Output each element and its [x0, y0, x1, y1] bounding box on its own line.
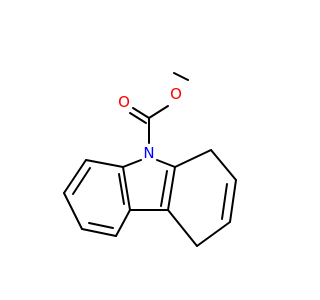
bond-methyl-o — [173, 72, 189, 81]
bond-benz-inner-3 — [118, 173, 125, 205]
bonds — [63, 72, 237, 247]
bond-right-3 — [229, 179, 237, 223]
bond-benz-4 — [81, 228, 117, 237]
bond-n-c8a — [156, 159, 176, 168]
bond-n-c9a — [122, 159, 142, 168]
bond-benz-3 — [63, 192, 83, 230]
bond-right-2 — [210, 149, 237, 181]
bond-right-3-double — [221, 183, 228, 220]
structural-formula: O O N — [63, 72, 237, 247]
bond-carbonyl-double-2 — [129, 112, 147, 124]
bond-c8a-c4a-double — [160, 170, 168, 207]
bond-benz-5 — [115, 209, 131, 237]
atom-ring-nitrogen: N — [143, 144, 154, 162]
bond-c9a-c4b — [122, 166, 131, 211]
bond-carbonyl-double-1 — [132, 107, 150, 119]
bond-benz-inner-1 — [72, 167, 91, 195]
bond-benz-inner-2 — [88, 222, 114, 229]
bond-benz-1 — [85, 159, 124, 168]
atom-carbonyl-oxygen: O — [118, 93, 130, 111]
atom-methoxy-oxygen: O — [170, 85, 182, 103]
bond-c8a-c4a-single — [167, 166, 176, 211]
bond-right-4 — [196, 221, 231, 247]
atom-labels: O O N — [118, 85, 182, 162]
bond-right-5 — [167, 209, 198, 247]
bond-right-1 — [174, 149, 212, 168]
bond-o-carbonyl-c — [148, 105, 169, 119]
bond-benz-2 — [63, 159, 87, 194]
